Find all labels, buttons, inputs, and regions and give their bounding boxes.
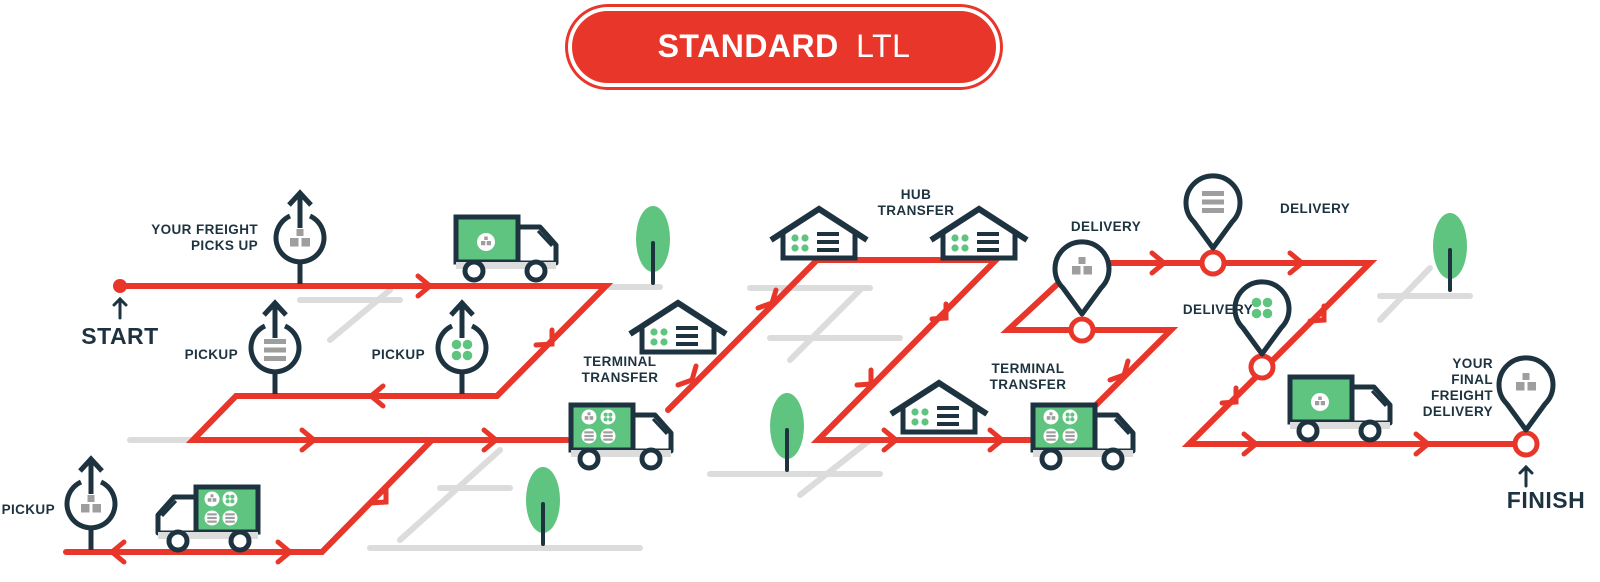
labels: YOUR FREIGHT PICKS UP START PICKUP PICKU…: [2, 187, 1585, 517]
warehouse-icon: [630, 303, 726, 352]
delivery-pin-final: [1499, 358, 1553, 430]
label-finish: FINISH: [1507, 487, 1585, 513]
truck-final: [1290, 377, 1390, 440]
label-final-4: DELIVERY: [1423, 404, 1493, 419]
label-final-3: FREIGHT: [1431, 388, 1493, 403]
truck-icon: [1290, 377, 1390, 440]
label-terminal-transfer-2b: TRANSFER: [990, 377, 1067, 392]
stop-markers: [1068, 249, 1540, 458]
label-terminal-transfer-2a: TERMINAL: [992, 361, 1065, 376]
label-terminal-transfer-1a: TERMINAL: [584, 354, 657, 369]
lines-icon: [264, 339, 286, 361]
stop-circle-delivery-right: [1248, 353, 1276, 381]
arrow-up-icon: [112, 296, 128, 320]
label-hub-transfer-a: HUB: [901, 187, 931, 202]
label-final-1: YOUR: [1452, 356, 1493, 371]
stop-circle-delivery-left: [1068, 316, 1096, 344]
label-pickup-b: PICKUP: [372, 347, 425, 362]
pickup-pin-b: [438, 303, 486, 394]
label-freight-picks-up-2: PICKS UP: [191, 238, 258, 253]
warehouse-icon: [771, 209, 867, 258]
map-pin-icon: [1055, 242, 1109, 314]
label-delivery-a: DELIVERY: [1071, 219, 1141, 234]
label-start: START: [81, 323, 158, 349]
page-title: STANDARD LTL: [658, 28, 911, 64]
finish-circle: [1512, 430, 1540, 458]
label-final-2: FINAL: [1451, 372, 1493, 387]
label-freight-picks-up-1: YOUR FREIGHT: [151, 222, 258, 237]
truck-terminal-2: [1033, 405, 1133, 468]
truck-bottom-left: [158, 487, 258, 550]
label-terminal-transfer-1b: TRANSFER: [582, 370, 659, 385]
truck-icon: [456, 217, 556, 280]
truck-top: [456, 217, 556, 280]
pickup-pin-a: [251, 303, 299, 394]
tree-icon: [524, 465, 562, 546]
map-pin-icon: [1499, 358, 1553, 430]
warehouse-icon: [891, 383, 987, 432]
up-arrow-pin-icon: [438, 303, 486, 394]
truck-terminal-1: [571, 405, 671, 468]
label-delivery-b: DELIVERY: [1280, 201, 1350, 216]
delivery-pin-top: [1186, 176, 1240, 248]
delivery-pin-right: [1235, 282, 1289, 354]
pickup-pin-freight: [276, 193, 324, 284]
up-arrow-pin-icon: [67, 459, 115, 550]
tree-icon: [634, 204, 672, 285]
lines-icon: [1202, 191, 1224, 213]
label-pickup-c: PICKUP: [2, 502, 55, 517]
tree-icon: [1431, 211, 1469, 292]
start-dot: [113, 279, 127, 293]
stop-circle-delivery-top: [1199, 249, 1227, 277]
map-pin-icon: [1235, 282, 1289, 354]
label-hub-transfer-b: TRANSFER: [878, 203, 955, 218]
arrow-up-icon: [1518, 464, 1534, 488]
background-roads: [127, 265, 1473, 551]
tree-icon: [768, 391, 806, 472]
pickup-pin-c: [67, 459, 115, 550]
up-arrow-pin-icon: [276, 193, 324, 284]
title-banner: STANDARD LTL: [565, 4, 1003, 90]
route-chevrons: [108, 250, 1432, 565]
delivery-pin-left: [1055, 242, 1109, 314]
label-pickup-a: PICKUP: [185, 347, 238, 362]
label-delivery-c: DELIVERY: [1183, 302, 1253, 317]
